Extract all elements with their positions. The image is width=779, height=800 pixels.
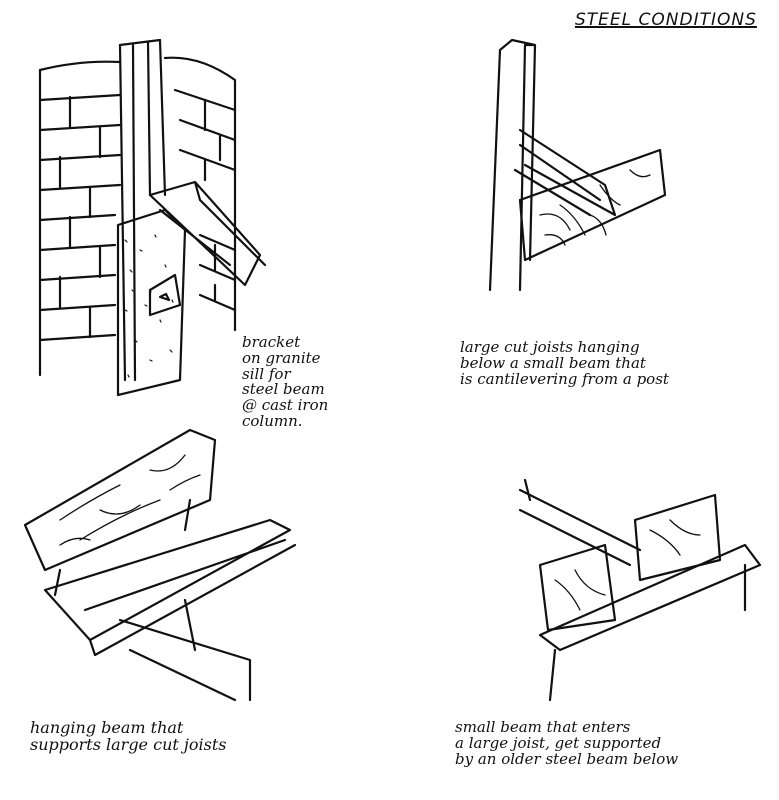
sketch-hanging-beam [23,428,297,702]
caption-cantilever: large cut joists hanging below a small b… [460,338,669,388]
sheet-title: STEEL CONDITIONS [575,10,757,30]
caption-bracket: bracket on granite sill for steel beam @… [242,333,329,430]
caption-small-beam: small beam that enters a large joist, ge… [455,718,679,768]
caption-hanging-beam: hanging beam that supports large cut joi… [30,718,227,754]
sketch-beam-on-steel [518,478,762,702]
sketch-cantilever-post [488,38,667,292]
sketch-brick-column [38,38,267,397]
